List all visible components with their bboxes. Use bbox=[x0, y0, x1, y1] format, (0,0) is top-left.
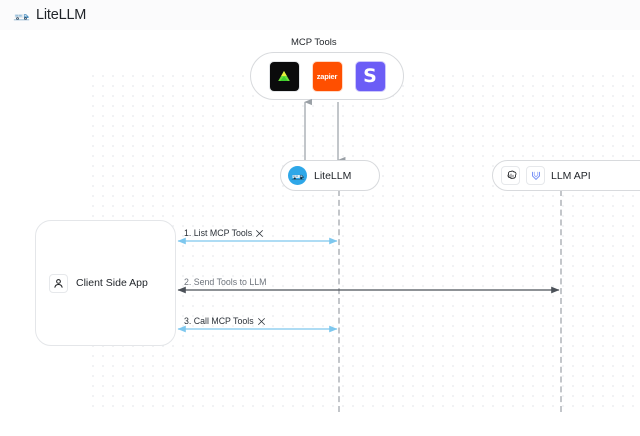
message-label-3: 3. Call MCP Tools bbox=[184, 316, 266, 326]
mcp-tools-group[interactable]: zapier S bbox=[250, 52, 404, 100]
node-client-side-app-label: Client Side App bbox=[76, 277, 148, 289]
tool-icon-dark[interactable] bbox=[268, 60, 300, 92]
message-2-text: 2. Send Tools to LLM bbox=[184, 277, 267, 287]
node-litellm-label: LiteLLM bbox=[314, 169, 352, 182]
litellm-truck-icon bbox=[288, 166, 307, 185]
arrow-layer bbox=[177, 98, 560, 333]
message-label-1: 1. List MCP Tools bbox=[184, 228, 264, 238]
triangle-logo-icon bbox=[278, 71, 290, 81]
tools-icon bbox=[255, 229, 264, 238]
canvas-bottom-gutter bbox=[0, 408, 640, 436]
tools-icon bbox=[257, 317, 266, 326]
brand-name: LiteLLM bbox=[36, 7, 87, 23]
brand[interactable]: LiteLLM bbox=[13, 7, 86, 24]
openai-icon bbox=[501, 166, 520, 185]
message-label-2: 2. Send Tools to LLM bbox=[184, 277, 266, 287]
message-1-text: 1. List MCP Tools bbox=[184, 228, 253, 238]
tool-icon-zapier[interactable]: zapier bbox=[311, 60, 343, 92]
app-header: LiteLLM bbox=[0, 0, 640, 30]
lifeline-llm-api bbox=[560, 190, 562, 412]
anthropic-icon bbox=[526, 166, 545, 185]
diagram-canvas[interactable]: MCP Tools zapier S bbox=[0, 30, 640, 436]
user-icon bbox=[49, 273, 68, 293]
mcp-tools-title: MCP Tools bbox=[291, 37, 337, 48]
sequence-diagram: MCP Tools zapier S bbox=[0, 30, 640, 436]
message-3-text: 3. Call MCP Tools bbox=[184, 316, 254, 326]
zapier-label: zapier bbox=[316, 71, 338, 81]
node-client-side-app[interactable]: Client Side App bbox=[35, 220, 176, 346]
tool-icon-slack[interactable]: S bbox=[354, 60, 386, 92]
node-llm-api-label: LLM API bbox=[551, 169, 591, 182]
node-litellm[interactable]: LiteLLM bbox=[280, 160, 380, 191]
lifeline-litellm bbox=[338, 190, 340, 412]
slack-s-icon: S bbox=[363, 64, 377, 87]
node-llm-api[interactable]: LLM API bbox=[492, 160, 640, 191]
truck-icon bbox=[13, 13, 30, 20]
